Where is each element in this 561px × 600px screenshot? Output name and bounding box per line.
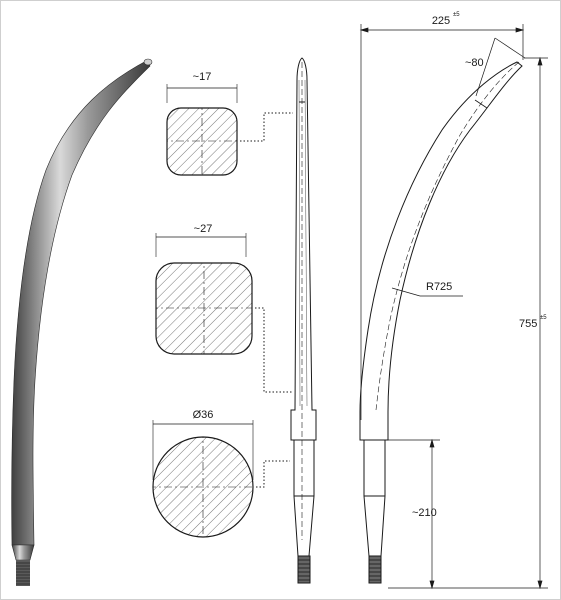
width-label: 225 (432, 15, 450, 27)
radius-leader (391, 287, 463, 297)
radius-label: R725 (426, 281, 452, 293)
tine-front-view (290, 57, 317, 584)
cross-section-medium: ~27 (155, 223, 253, 355)
width-dimension (359, 24, 525, 420)
tip-dimension (475, 37, 526, 97)
section-leaders (240, 112, 293, 488)
section-small-label: ~17 (193, 71, 212, 83)
shank-dimension (388, 438, 440, 590)
height-label: 755 (519, 318, 537, 330)
cross-section-small: ~17 (166, 71, 238, 176)
shank-label: ~210 (412, 507, 437, 519)
width-tolerance: ±5 (453, 12, 460, 18)
section-round-label: Ø36 (193, 409, 214, 421)
section-medium-label: ~27 (194, 223, 213, 235)
cross-section-round: Ø36 (152, 409, 254, 538)
front-view-thread (298, 559, 310, 581)
tine-side-view (359, 61, 523, 584)
height-dimension (388, 56, 548, 590)
tip-label: ~80 (465, 57, 484, 69)
tine-3d-render (11, 58, 153, 586)
side-view-thread (369, 559, 381, 581)
height-tolerance: ±5 (540, 315, 547, 321)
